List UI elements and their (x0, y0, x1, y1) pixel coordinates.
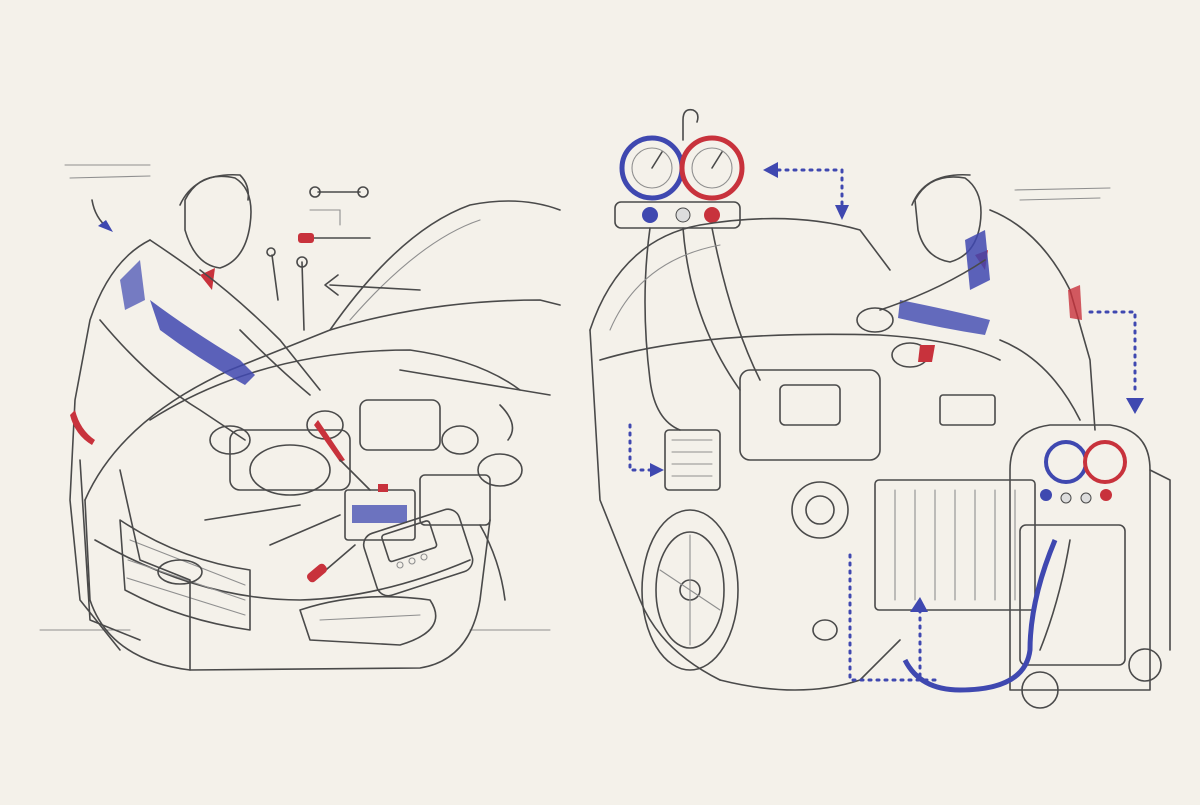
machine-high-gauge-icon (1083, 440, 1127, 484)
wheel (641, 509, 739, 671)
ratchet-icon (301, 261, 305, 331)
arrow-icon (329, 284, 421, 291)
evaporator (664, 429, 721, 491)
ac-recovery-machine (902, 424, 1171, 709)
background-strokes-left (39, 164, 551, 631)
engine-bay-left (204, 399, 523, 597)
floating-tools (266, 186, 371, 331)
mechanic-right (856, 173, 1096, 431)
wrench-icon-vertical (271, 254, 279, 301)
wrench-2 (269, 514, 341, 546)
flow-arrows-left (91, 199, 514, 601)
diagnostic-scanner (362, 508, 474, 597)
condenser (874, 479, 1036, 611)
ac-service-panel (589, 108, 1171, 709)
background-strokes-right (1014, 187, 1111, 201)
car-left (84, 200, 561, 671)
flow-arrows-right (628, 162, 1144, 682)
engine-repair-panel (39, 164, 561, 671)
ac-compressor (791, 481, 849, 539)
mechanic-left (69, 173, 371, 671)
manifold-gauge-set (614, 108, 761, 431)
wrench-1 (204, 504, 301, 521)
car-right (589, 217, 1036, 691)
machine-low-gauge-icon (1044, 440, 1088, 484)
